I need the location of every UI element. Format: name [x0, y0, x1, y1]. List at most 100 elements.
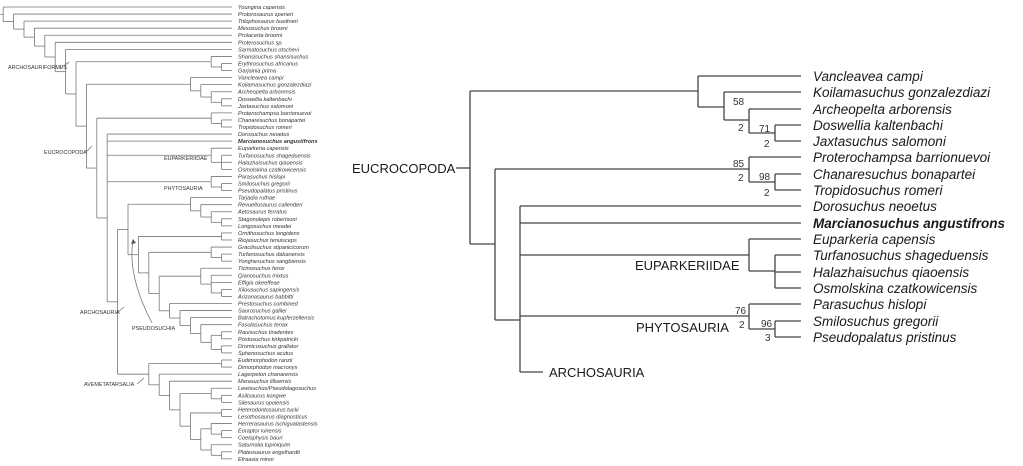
pseudosuchia-arrowhead-icon: [131, 239, 136, 244]
support-bremer-chanaresuchus-node: 2: [764, 188, 770, 199]
left-taxon-label: Effigia okeeffeae: [238, 280, 280, 286]
left-clade-label-euparkeriidae: EUPARKERIIDAE: [164, 156, 208, 162]
right-taxon-label: Turfanosuchus shageduensis: [813, 248, 989, 263]
left-taxon-label: Saturnalia tupiniquim: [238, 443, 291, 449]
right-clade-label-phytosauria: PHYTOSAURIA: [636, 320, 729, 335]
support-bootstrap-phytosauria-node: 76: [735, 306, 747, 317]
left-taxon-label: Rauisuchus tiradentes: [238, 330, 294, 336]
left-taxon-label: Chanaresuchus bonapartei: [238, 118, 306, 124]
left-taxon-label: Longosuchus meadei: [238, 224, 292, 230]
left-taxon-label: Efraasia minor: [238, 457, 275, 463]
support-bootstrap-archeopelta-node: 58: [733, 97, 745, 108]
left-taxon-label: Prolacerta broomi: [238, 33, 283, 39]
left-taxon-label: Batrachotomus kupferzellensis: [238, 316, 314, 322]
support-bootstrap-doswellia-node: 71: [759, 124, 771, 135]
left-taxon-label: Lesothosaurus diagnosticus: [238, 414, 308, 420]
left-taxon-label: Postosuchus kirkpatricki: [238, 337, 299, 343]
left-taxon-label: Protorosaurus speneri: [238, 12, 294, 18]
right-taxon-label: Doswellia kaltenbachi: [813, 118, 944, 133]
left-taxon-label: Prestosuchus combined: [238, 302, 299, 308]
left-taxon-label: Tarjadia ruthae: [238, 196, 275, 202]
left-taxon-label: Ticinosuchus ferox: [238, 266, 285, 272]
left-taxon-label: Sarmatosuchus otschevi: [238, 47, 300, 53]
left-taxon-label: Qianosuchus mixtus: [238, 273, 289, 279]
support-bremer-proterochampsa-node: 2: [738, 173, 744, 184]
left-taxon-label: Vancleavea campi: [238, 76, 284, 82]
left-taxon-label: Euparkeria capensis: [238, 146, 289, 152]
right-taxon-label: Smilosuchus gregorii: [813, 314, 939, 329]
right-taxon-label: Koilamasuchus gonzalezdiazi: [813, 85, 991, 100]
left-taxon-label: Fasolasuchus tenax: [238, 323, 288, 329]
right-taxon-label: Parasuchus hislopi: [813, 297, 927, 312]
left-taxon-label: Garjainia prima: [238, 69, 276, 75]
left-taxon-label: Eoraptor lunensis: [238, 429, 282, 435]
left-taxon-label: Lagerpeton chanarensis: [238, 372, 298, 378]
right-taxon-label: Osmolskina czatkowicensis: [813, 281, 978, 296]
left-taxon-label: Shansisuchus shansisuchus: [238, 54, 308, 60]
left-taxon-label: Turfanosuchus dabanensis: [238, 252, 305, 258]
left-taxon-label: Riojasuchus tenuisceps: [238, 238, 297, 244]
right-taxon-label: Marcianosuchus angustifrons: [813, 216, 1006, 231]
left-taxon-label: Trilophosaurus buettneri: [238, 19, 299, 25]
left-taxon-label: Erythrosuchus africanus: [238, 61, 298, 67]
left-taxon-label: Arizonasaurus babbitti: [237, 294, 294, 300]
left-taxon-label: Lewisuchus/Pseudolagosuchus: [238, 386, 316, 392]
left-clade-label-archosauria: ARCHOSAURIA: [80, 310, 120, 316]
left-taxon-label: Dorosuchus neoetus: [238, 132, 290, 138]
left-taxon-label: Stagonolepis robertsoni: [238, 217, 298, 223]
left-taxon-label: Asilisaurus kongwe: [237, 393, 286, 399]
left-clade-label-eucrocopoda: EUCROCOPODA: [44, 150, 87, 156]
right-taxon-label: Jaxtasuchus salomoni: [812, 134, 947, 149]
right-clade-label-archosauria: ARCHOSAURIA: [549, 365, 645, 380]
left-taxon-label: Coelophysis bauri: [238, 436, 283, 442]
left-taxon-label: Eudimorphodon ranzii: [238, 358, 293, 364]
support-bootstrap-chanaresuchus-node: 98: [759, 172, 771, 183]
left-taxon-label: Turfanosuchus shageduensis: [238, 153, 311, 159]
avemetatarsalia-pointer: [136, 377, 145, 385]
left-taxon-label: Archeopelta arborensis: [237, 90, 296, 96]
left-taxon-label: Gracilisuchus stipanicicorum: [238, 245, 309, 251]
right-taxon-label: Dorosuchus neoetus: [813, 199, 937, 214]
archosauriformes-pointer: [61, 61, 70, 68]
left-clade-label-archosauriformes: ARCHOSAURIFORMES: [8, 65, 67, 71]
left-taxon-label: Halazhaisuchus qiaoensis: [238, 160, 303, 166]
right-taxon-label: Vancleavea campi: [813, 69, 924, 84]
right-taxon-label: Chanaresuchus bonapartei: [813, 167, 976, 182]
right-taxon-label: Tropidosuchus romeri: [813, 183, 944, 198]
right-taxon-label: Proterochampsa barrionuevoi: [813, 150, 991, 165]
left-taxon-label: Parasuchus hislopi: [238, 174, 286, 180]
left-taxon-label: Proterosuchus sp.: [238, 40, 283, 46]
left-taxon-label: Pseudopalatus pristinus: [238, 189, 298, 195]
right-clade-label-eucrocopoda: EUCROCOPODA: [352, 161, 456, 176]
left-taxon-label: Yonghesuchus sangbiensis: [238, 259, 306, 265]
left-taxon-label: Doswellia kaltenbachi: [238, 97, 293, 103]
left-clade-label-avemetatarsalia: AVEMETATARSALIA: [84, 382, 135, 388]
left-clade-label-phytosauria: PHYTOSAURIA: [164, 186, 203, 192]
pseudosuchia-arrow: [131, 240, 153, 324]
left-taxon-label: Dimorphodon macronyx: [238, 365, 298, 371]
support-bootstrap-proterochampsa-node: 85: [733, 159, 745, 170]
right-tree-branches: [456, 75, 801, 373]
archosauria-pointer: [117, 306, 125, 313]
left-taxon-label: Herrerasaurus ischigualastensis: [238, 422, 318, 428]
left-taxon-label: Marcianosuchus angustifrons: [238, 139, 318, 145]
support-bremer-archeopelta-node: 2: [738, 123, 744, 134]
left-taxon-label: Marasuchus lilloensis: [238, 379, 291, 385]
left-taxon-label: Tropidosuchus romeri: [238, 125, 292, 131]
right-taxon-label: Euparkeria capensis: [813, 232, 936, 247]
right-clade-label-euparkeriidae: EUPARKERIIDAE: [635, 258, 740, 273]
support-bremer-phytosauria-node: 2: [739, 320, 745, 331]
support-bremer-smilosuchus-node: 3: [765, 333, 771, 344]
left-taxon-label: Sphenosuchus acutus: [238, 351, 293, 357]
left-taxon-label: Osmolskina czatkowicensis: [238, 167, 306, 173]
right-taxon-label: Archeopelta arborensis: [812, 102, 952, 117]
right-taxon-label: Pseudopalatus pristinus: [813, 330, 957, 345]
left-clade-label-pseudosuchia: PSEUDOSUCHIA: [132, 326, 176, 332]
left-taxon-label: Silesaurus opolensis: [238, 400, 290, 406]
left-taxon-label: Mesosuchus browni: [238, 26, 288, 32]
support-bremer-doswellia-node: 2: [764, 139, 770, 150]
left-taxon-label: Proterochampsa barrionuevoi: [238, 111, 312, 117]
left-taxon-label: Xilousuchus sapingensis: [237, 287, 299, 293]
